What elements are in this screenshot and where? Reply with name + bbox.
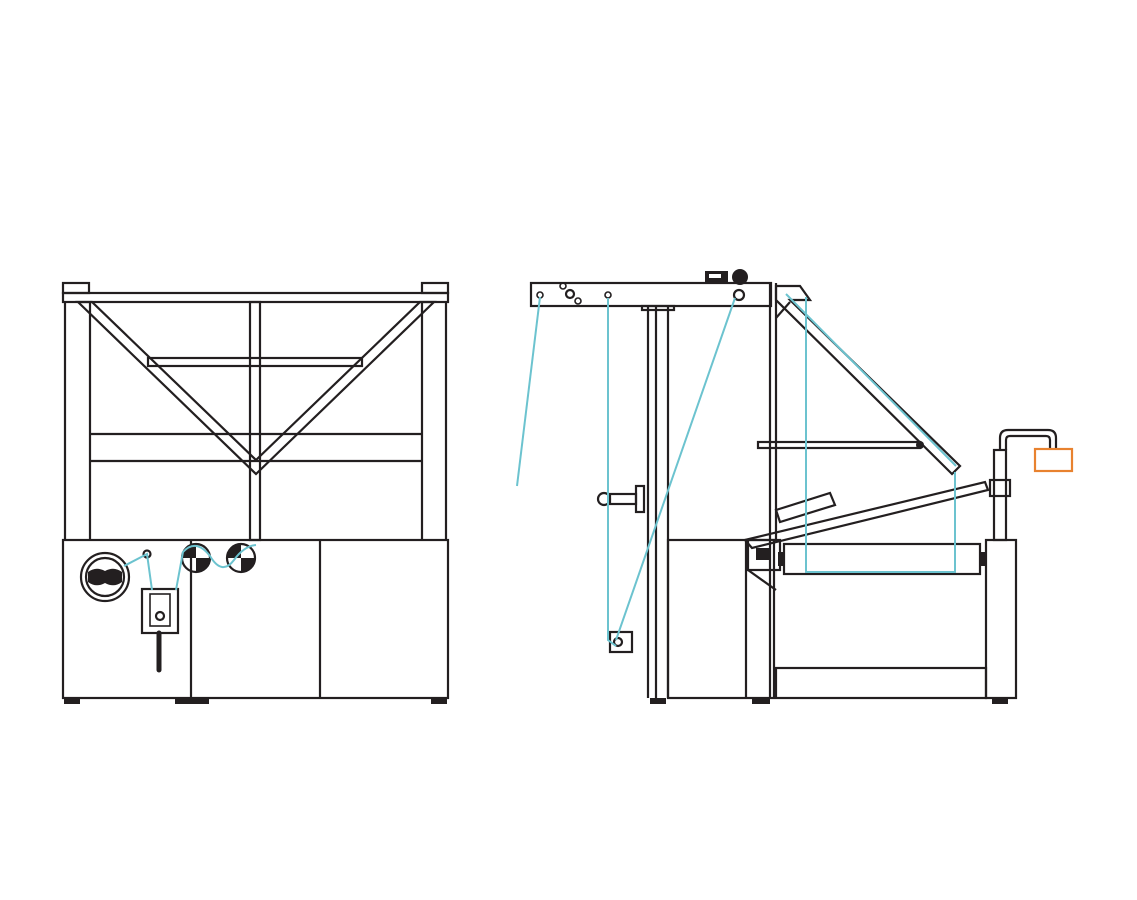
brake-lever bbox=[140, 587, 180, 673]
side-knob bbox=[596, 484, 646, 514]
front-truss bbox=[75, 300, 437, 542]
fabric-path-side bbox=[516, 293, 957, 647]
lower-roller bbox=[778, 542, 986, 576]
lower-guide-bracket bbox=[608, 630, 634, 654]
sensor-box bbox=[1033, 447, 1074, 473]
right-stand bbox=[774, 428, 1058, 704]
fabric-path-front bbox=[123, 552, 153, 591]
front-view bbox=[61, 281, 450, 704]
front-frame bbox=[61, 281, 450, 540]
roller-2 bbox=[225, 542, 257, 574]
front-cabinet bbox=[61, 538, 450, 704]
main-column bbox=[640, 283, 778, 704]
side-view bbox=[516, 269, 1074, 704]
fabric-path-front-rollers bbox=[175, 544, 257, 591]
handwheel-icon bbox=[79, 551, 131, 603]
